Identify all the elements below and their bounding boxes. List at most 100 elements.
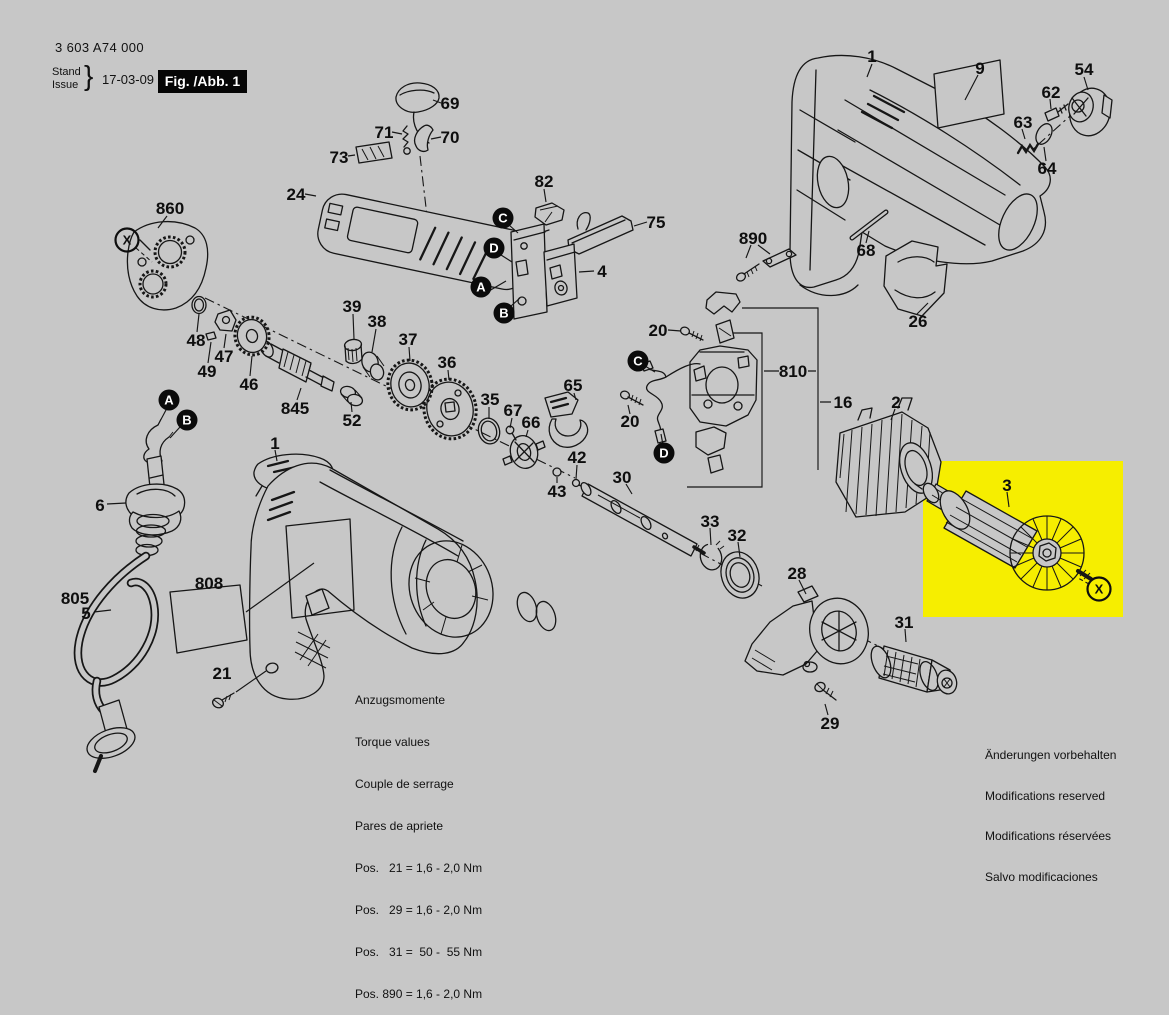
part-spring-71 [402, 125, 411, 155]
callout-33[interactable]: 33 [701, 512, 720, 531]
svg-text:D: D [489, 241, 498, 256]
leader-lines [93, 63, 1090, 716]
callout-860[interactable]: 860 [156, 199, 184, 218]
callout-70[interactable]: 70 [441, 128, 460, 147]
part-gear-cover-28 [744, 585, 869, 676]
part-armature-3 [914, 482, 1093, 591]
callout-890[interactable]: 890 [739, 229, 767, 248]
callout-35[interactable]: 35 [481, 390, 500, 409]
part-cord-assembly [73, 418, 186, 773]
footer-line: Änderungen vorbehalten [985, 748, 1117, 762]
callout-42[interactable]: 42 [568, 448, 587, 467]
callout-69[interactable]: 69 [441, 94, 460, 113]
callout-21[interactable]: 21 [213, 664, 232, 683]
part-circlip-33 [699, 540, 725, 571]
figure-badge: Fig. /Abb. 1 [158, 70, 247, 93]
svg-text:B: B [182, 413, 191, 428]
part-screw-20-left [619, 390, 644, 406]
callout-3[interactable]: 3 [1002, 476, 1011, 495]
callout-37[interactable]: 37 [399, 330, 418, 349]
part-bearing-flange-54 [1068, 87, 1113, 137]
part-chuck-31 [870, 645, 958, 695]
part-fork-65 [544, 391, 589, 448]
callout-808[interactable]: 808 [195, 574, 223, 593]
part-spindle-30 [574, 481, 706, 557]
part-bearing-32 [720, 551, 760, 599]
torque-line: Torque values [355, 735, 430, 749]
callout-28[interactable]: 28 [788, 564, 807, 583]
callout-1-drill[interactable]: 1 [270, 434, 279, 453]
part-ring-35 [477, 417, 501, 445]
part-field-2 [835, 397, 942, 518]
parts-diagram-page: { "page": { "background_color": "#c7c7c7… [52, 40, 1123, 1001]
callout-75[interactable]: 75 [647, 213, 666, 232]
callout-20-left[interactable]: 20 [621, 412, 640, 431]
part-shifter-66 [502, 435, 546, 469]
part-pin-68 [849, 209, 889, 241]
callout-9[interactable]: 9 [975, 59, 984, 78]
callout-29[interactable]: 29 [821, 714, 840, 733]
callouts: 1 9 54 62 63 64 68 26 890 20 20 810 16 2… [61, 47, 1094, 733]
callout-54[interactable]: 54 [1075, 60, 1094, 79]
part-screw-20-top [679, 326, 704, 342]
part-sticker-808 [169, 584, 248, 654]
callout-62[interactable]: 62 [1042, 83, 1061, 102]
callout-46[interactable]: 46 [240, 375, 259, 394]
marker-d-switch: D [483, 237, 505, 259]
callout-38[interactable]: 38 [368, 312, 387, 331]
callout-64[interactable]: 64 [1038, 159, 1057, 178]
callout-805[interactable]: 805 [61, 589, 89, 608]
part-sticker-73 [355, 141, 393, 164]
torque-line: Pos. 29 = 1,6 - 2,0 Nm [355, 903, 483, 917]
part-guide-38 [361, 351, 385, 381]
callout-47[interactable]: 47 [215, 347, 234, 366]
letter-markers: A B C D A B C D X X [114, 207, 1112, 602]
callout-24[interactable]: 24 [287, 185, 306, 204]
exploded-diagram: 1 9 54 62 63 64 68 26 890 20 20 810 16 2… [61, 47, 1123, 773]
callout-26[interactable]: 26 [909, 312, 928, 331]
part-washer-48 [191, 295, 207, 315]
svg-text:A: A [164, 393, 174, 408]
callout-39[interactable]: 39 [343, 297, 362, 316]
callout-63[interactable]: 63 [1014, 113, 1033, 132]
stand-issue-brace: } [84, 60, 94, 91]
callout-32[interactable]: 32 [728, 526, 747, 545]
callout-2[interactable]: 2 [891, 393, 900, 412]
callout-71[interactable]: 71 [375, 123, 394, 142]
callout-82[interactable]: 82 [535, 172, 554, 191]
marker-b-switch: B [493, 302, 515, 324]
callout-48[interactable]: 48 [187, 331, 206, 350]
stand-label: Stand [52, 66, 81, 78]
marker-a-switch: A [470, 276, 492, 298]
torque-line: Anzugsmomente [355, 693, 446, 707]
marker-b-cable: B [176, 409, 198, 431]
callout-73[interactable]: 73 [330, 148, 349, 167]
callout-20-top[interactable]: 20 [649, 321, 668, 340]
callout-845[interactable]: 845 [281, 399, 309, 418]
callout-43[interactable]: 43 [548, 482, 567, 501]
callout-5[interactable]: 5 [81, 604, 90, 623]
callout-4[interactable]: 4 [597, 262, 607, 281]
marker-c-switch: C [492, 207, 514, 229]
svg-text:X: X [1095, 582, 1104, 597]
callout-68[interactable]: 68 [857, 241, 876, 260]
callout-30[interactable]: 30 [613, 468, 632, 487]
callout-65[interactable]: 65 [564, 376, 583, 395]
callout-6[interactable]: 6 [95, 496, 104, 515]
marker-c-wire: C [627, 350, 649, 372]
callout-67[interactable]: 67 [504, 401, 523, 420]
part-oring-64 [1035, 123, 1053, 145]
callout-16[interactable]: 16 [834, 393, 853, 412]
callout-49[interactable]: 49 [198, 362, 217, 381]
x-marker-right: X [1086, 576, 1112, 602]
callout-810[interactable]: 810 [779, 362, 807, 381]
callout-52[interactable]: 52 [343, 411, 362, 430]
callout-1-housing[interactable]: 1 [867, 47, 876, 66]
svg-text:D: D [659, 446, 668, 461]
callout-36[interactable]: 36 [438, 353, 457, 372]
part-drill-body [248, 453, 557, 700]
svg-text:C: C [498, 211, 508, 226]
part-screw-67 [505, 425, 517, 441]
callout-66[interactable]: 66 [522, 413, 541, 432]
callout-31[interactable]: 31 [895, 613, 914, 632]
